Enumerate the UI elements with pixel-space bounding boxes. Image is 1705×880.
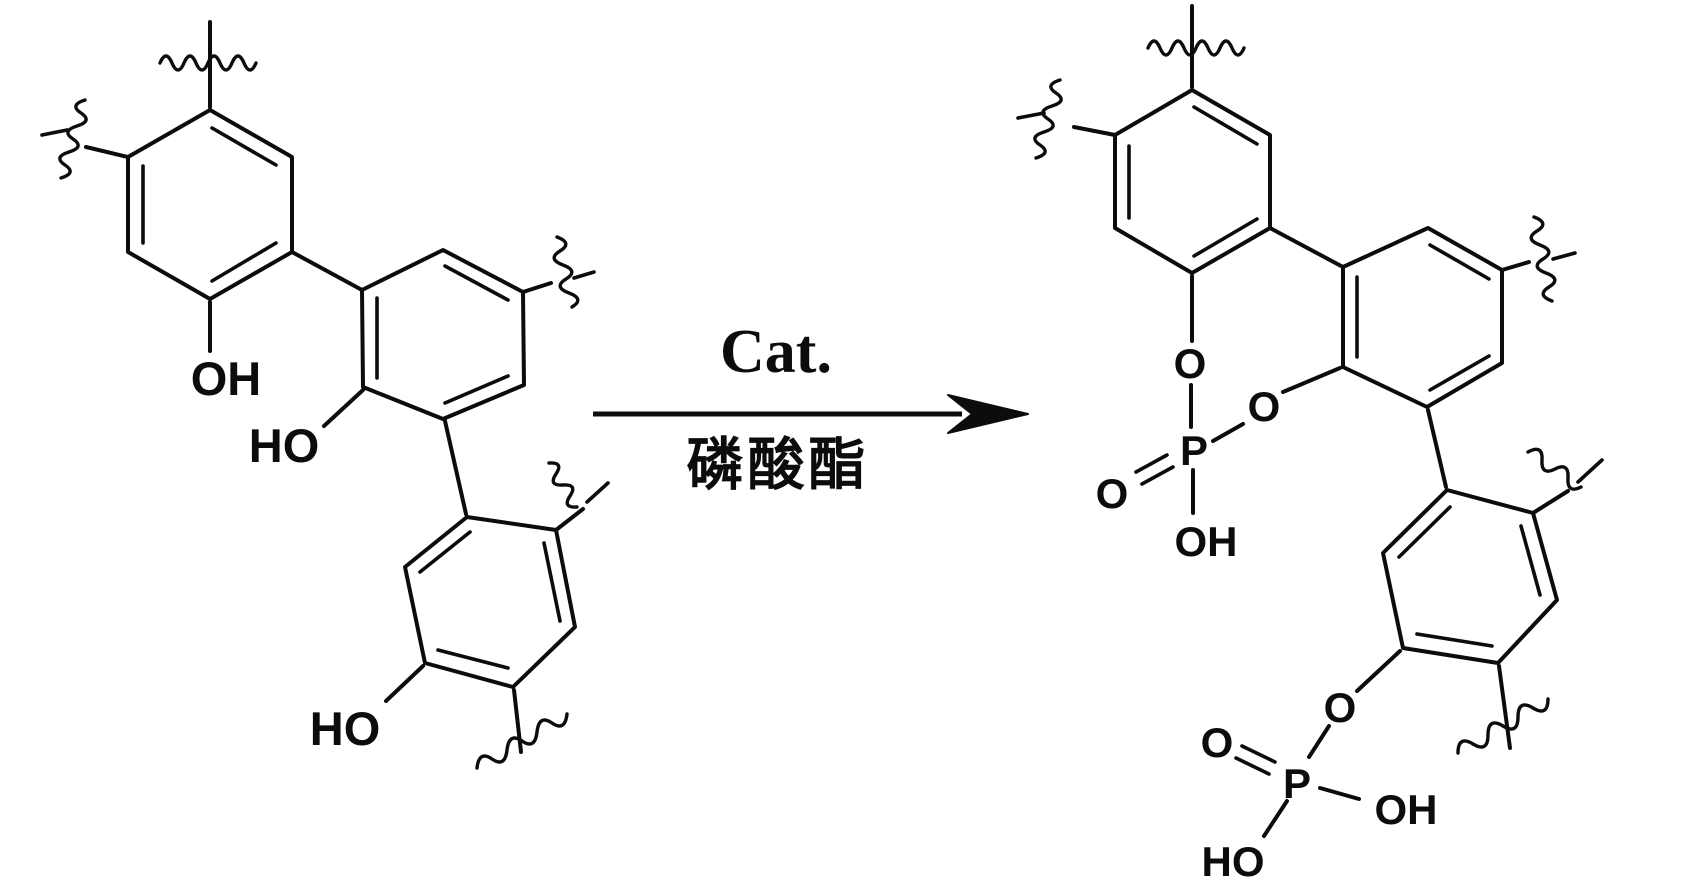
phosphorus-label: P bbox=[1180, 427, 1208, 474]
polymer-stub-bond bbox=[1072, 125, 1117, 137]
reagent-label: 磷酸酯 bbox=[687, 432, 870, 498]
wavy-polymer-bond bbox=[475, 712, 569, 770]
polymer-stub-bond bbox=[1531, 489, 1570, 515]
double-bond bbox=[418, 530, 472, 574]
phosphate-group-lower: O P O OH HO bbox=[1201, 684, 1438, 880]
hydroxyl-label-left: HO bbox=[1202, 838, 1265, 880]
polymer-continuation-dash bbox=[572, 270, 596, 280]
polymer-stub-bond bbox=[521, 281, 553, 294]
p-double-bond-o bbox=[1234, 756, 1271, 776]
hydroxyl-bond bbox=[384, 664, 425, 703]
hydroxyl-label-right: OH bbox=[1375, 786, 1438, 833]
wavy-polymer-bond bbox=[1526, 447, 1583, 491]
ester-o-bond bbox=[1355, 649, 1402, 693]
double-bond bbox=[1428, 243, 1491, 281]
double-bond bbox=[210, 126, 278, 167]
polymer-continuation-dash bbox=[1576, 458, 1604, 484]
ester-o-bond bbox=[1281, 366, 1342, 394]
p-oh-bond bbox=[1318, 786, 1361, 801]
wavy-polymer-bond bbox=[58, 98, 88, 180]
double-bond bbox=[1519, 524, 1542, 597]
benzene-ring-c bbox=[384, 461, 610, 770]
double-bond bbox=[1192, 105, 1259, 146]
benzene-ring-1 bbox=[1016, 4, 1272, 343]
reaction-arrow: Cat. 磷酸酯 bbox=[593, 318, 1029, 498]
hydroxyl-label-ring-c: HO bbox=[310, 702, 381, 755]
double-bond bbox=[443, 374, 510, 405]
hydroxyl-label-ring-a: OH bbox=[191, 352, 262, 405]
double-bond bbox=[542, 541, 562, 623]
ring-outline bbox=[126, 108, 294, 301]
ester-oxygen-label: O bbox=[1324, 684, 1357, 731]
phosphorus-label: P bbox=[1283, 760, 1311, 807]
arrow-head-icon bbox=[947, 394, 1029, 434]
polymer-stub-bond bbox=[1497, 664, 1512, 750]
benzene-ring-2 bbox=[1281, 215, 1577, 409]
wavy-polymer-bond bbox=[1146, 39, 1246, 57]
aryl-aryl-bond bbox=[443, 419, 468, 516]
polymer-stub-bond bbox=[84, 145, 130, 159]
wavy-polymer-bond bbox=[158, 54, 258, 72]
p-oh-bond bbox=[1262, 799, 1289, 838]
ring-outline bbox=[360, 248, 526, 421]
benzene-ring-b bbox=[322, 235, 596, 428]
catalyst-label: Cat. bbox=[720, 318, 832, 386]
hydroxyl-label-ring-b: HO bbox=[249, 419, 320, 472]
p-double-bond-o bbox=[1140, 465, 1175, 486]
aryl-aryl-bond bbox=[1268, 226, 1345, 269]
o-p-bond bbox=[1307, 724, 1331, 759]
bridge-oxygen-label: O bbox=[1248, 383, 1281, 430]
double-bond bbox=[1428, 354, 1491, 392]
ring-outline bbox=[1113, 88, 1272, 275]
double-bond-oxygen-label: O bbox=[1096, 470, 1129, 517]
polymer-continuation-dash bbox=[40, 128, 69, 137]
polymer-stub-bond bbox=[1500, 260, 1531, 272]
hydroxyl-bond bbox=[322, 388, 365, 428]
wavy-polymer-bond bbox=[1529, 215, 1557, 303]
double-bond bbox=[1397, 505, 1452, 559]
double-bond bbox=[1192, 217, 1259, 258]
aryl-aryl-bond bbox=[1426, 408, 1448, 489]
p-double-bond-o bbox=[1240, 744, 1277, 764]
double-bond-oxygen-label: O bbox=[1201, 719, 1234, 766]
double-bond bbox=[1415, 632, 1494, 648]
polymer-continuation-dash bbox=[1016, 111, 1046, 120]
wavy-polymer-bond bbox=[547, 461, 579, 509]
polymer-continuation-dash bbox=[1551, 251, 1577, 261]
ring-outline bbox=[1381, 488, 1559, 665]
aryl-aryl-bond bbox=[290, 250, 364, 292]
wavy-polymer-bond bbox=[552, 235, 580, 309]
product-structure: O P O OH O O P bbox=[1016, 4, 1604, 880]
wavy-polymer-bond bbox=[1033, 78, 1063, 160]
ester-oxygen-label: O bbox=[1174, 340, 1207, 387]
double-bond bbox=[436, 648, 510, 670]
wavy-polymer-bond bbox=[1456, 697, 1550, 755]
reactant-structure: OH HO HO bbox=[40, 20, 610, 770]
polymer-stub-bond bbox=[512, 688, 523, 754]
p-o-bond bbox=[1211, 422, 1245, 443]
ring-outline bbox=[1341, 226, 1504, 409]
benzene-ring-a bbox=[40, 20, 294, 353]
benzene-ring-3 bbox=[1355, 447, 1604, 755]
double-bond bbox=[443, 264, 510, 302]
phosphate-group-upper: O P O OH O bbox=[1096, 340, 1281, 565]
polymer-continuation-dash bbox=[585, 481, 610, 504]
polymer-stub-bond bbox=[554, 507, 585, 532]
hydroxyl-label: OH bbox=[1175, 518, 1238, 565]
double-bond bbox=[210, 241, 278, 283]
p-double-bond-o bbox=[1134, 453, 1169, 474]
ring-outline bbox=[403, 515, 577, 689]
